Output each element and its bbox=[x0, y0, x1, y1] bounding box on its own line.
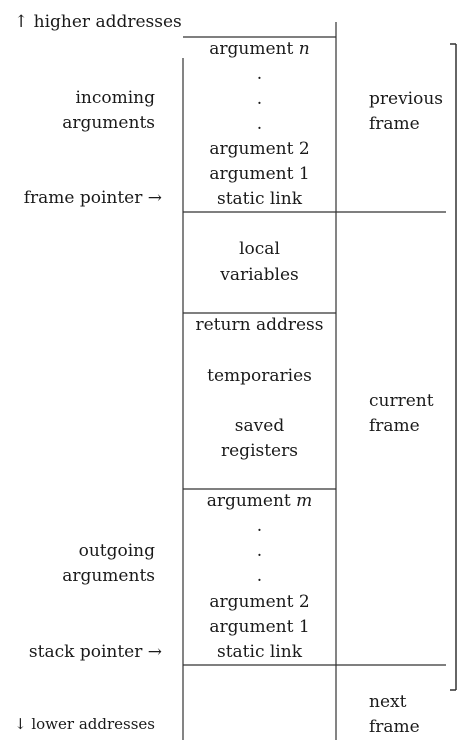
ellipsis-dot: . bbox=[256, 114, 263, 134]
argument-n-prefix: argument bbox=[209, 39, 294, 59]
saved-registers-line2: registers bbox=[221, 441, 298, 461]
saved-registers-line1: saved bbox=[234, 416, 285, 436]
local-variables-line1: local bbox=[239, 239, 280, 259]
outgoing-static-link-cell: static link bbox=[216, 642, 302, 662]
ellipsis-dot: . bbox=[256, 541, 263, 561]
outgoing-argument-2-cell: argument 2 bbox=[209, 592, 310, 612]
temporaries-cell: temporaries bbox=[207, 366, 312, 386]
outgoing-label-line1: outgoing bbox=[78, 541, 155, 561]
outgoing-argument-1-cell: argument 1 bbox=[209, 617, 310, 637]
stack-pointer-label: stack pointer → bbox=[28, 642, 162, 662]
argument-m-prefix: argument bbox=[206, 491, 291, 511]
return-address-cell: return address bbox=[195, 315, 324, 335]
current-frame-label-line2: frame bbox=[369, 416, 420, 436]
frame-pointer-label: frame pointer → bbox=[23, 188, 162, 208]
previous-frame-label-line1: previous bbox=[369, 89, 444, 109]
local-variables-line2: variables bbox=[220, 265, 299, 285]
ellipsis-dot: . bbox=[256, 89, 263, 109]
argument-2-cell: argument 2 bbox=[209, 139, 310, 159]
lower-addresses-label: ↓ lower addresses bbox=[14, 715, 155, 733]
higher-addresses-label: ↑ higher addresses bbox=[14, 12, 182, 32]
argument-m-cell: argument m bbox=[183, 491, 336, 511]
ellipsis-dot: . bbox=[256, 516, 263, 536]
previous-frame-label-line2: frame bbox=[369, 114, 420, 134]
next-frame-label-line1: next bbox=[369, 692, 407, 712]
outgoing-label-line2: arguments bbox=[62, 566, 155, 586]
static-link-cell: static link bbox=[216, 189, 302, 209]
incoming-label-line1: incoming bbox=[75, 88, 155, 108]
ellipsis-dot: . bbox=[256, 566, 263, 586]
argument-m-var: m bbox=[296, 491, 313, 511]
ellipsis-dot: . bbox=[256, 64, 263, 84]
argument-n-var: n bbox=[298, 39, 310, 59]
argument-n-cell: argument n bbox=[183, 39, 336, 59]
incoming-label-line2: arguments bbox=[62, 113, 155, 133]
next-frame-label-line2: frame bbox=[369, 717, 420, 737]
argument-1-cell: argument 1 bbox=[209, 164, 310, 184]
current-frame-label-line1: current bbox=[369, 391, 434, 411]
